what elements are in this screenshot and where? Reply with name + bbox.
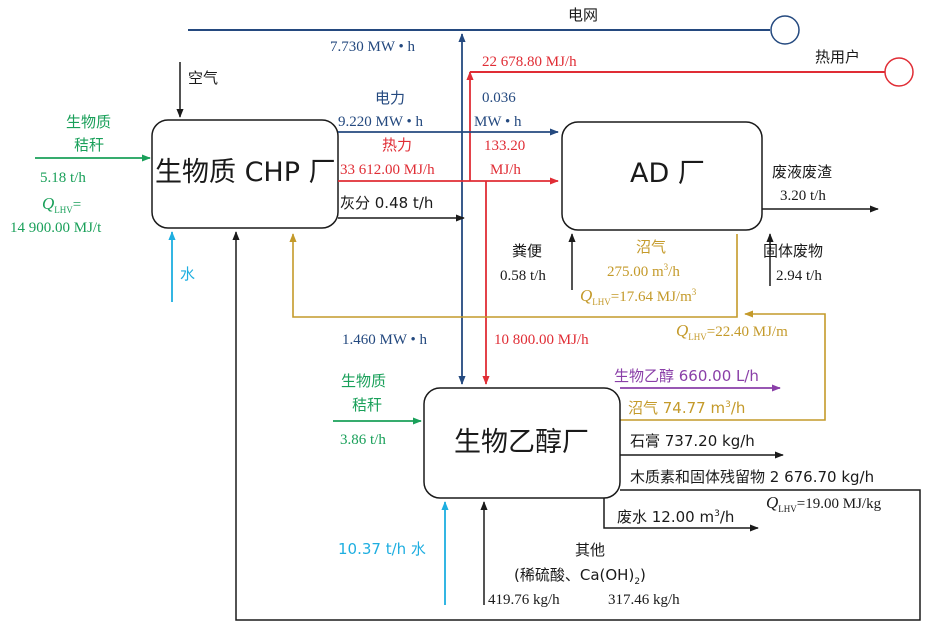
ad-power-value-1: 0.036 <box>482 90 516 106</box>
ethanol-plant-box <box>423 387 621 499</box>
ethanol-lignin-label: 木质素和固体残留物 2 676.70 kg/h <box>630 468 874 486</box>
ad-plant-label: AD 厂 <box>630 158 705 189</box>
ethanol-heat-value: 10 800.00 MJ/h <box>494 332 589 348</box>
ad-plant-box <box>561 121 763 231</box>
ethanol-biogas-return-line <box>620 310 826 421</box>
grid-node-circle <box>770 15 800 45</box>
ad-biogas-q: QLHV=17.64 MJ/m3 <box>580 286 697 307</box>
ad-heat-value-1: 133.20 <box>484 138 525 154</box>
ethanol-straw-label-1: 生物质 <box>341 372 386 390</box>
ethanol-straw-label-2: 秸秆 <box>352 396 382 414</box>
chp-plant-box <box>151 119 339 229</box>
chp-plant-label: 生物质 CHP 厂 <box>155 157 336 188</box>
chp-heat-label: 热力 <box>382 136 412 154</box>
ethanol-lime-rate: 317.46 kg/h <box>608 592 680 608</box>
chp-straw-label-2: 秸秆 <box>74 136 104 154</box>
ad-power-value-2: MW • h <box>474 114 522 130</box>
chp-air-label: 空气 <box>188 69 218 87</box>
heat-user-label: 热用户 <box>815 48 860 66</box>
ad-solid-rate: 2.94 t/h <box>776 268 822 284</box>
ethanol-straw-rate: 3.86 t/h <box>340 432 386 448</box>
ethanol-gas-q: QLHV=22.40 MJ/m <box>676 321 788 342</box>
heat-user-value: 22 678.80 MJ/h <box>482 54 577 70</box>
ethanol-other-detail: (稀硫酸、Ca(OH)2) <box>514 566 646 587</box>
ad-heat-value-2: MJ/h <box>490 162 521 178</box>
ethanol-gypsum-label: 石膏 737.20 kg/h <box>630 432 755 450</box>
biogas-to-chp-line <box>289 233 738 318</box>
chp-straw-label-1: 生物质 <box>66 113 111 131</box>
ethanol-biogas-out: 沼气 74.77 m3/h <box>628 399 745 417</box>
ethanol-plant-label: 生物乙醇厂 <box>454 427 589 458</box>
chp-straw-q-value: 14 900.00 MJ/t <box>10 220 102 236</box>
chp-heat-value: 33 612.00 MJ/h <box>340 162 435 178</box>
ethanol-water-label: 10.37 t/h 水 <box>338 540 426 558</box>
ad-manure-label: 粪便 <box>512 242 542 260</box>
chp-straw-rate: 5.18 t/h <box>40 170 86 186</box>
ad-manure-rate: 0.58 t/h <box>500 268 546 284</box>
ethanol-power-value: 1.460 MW • h <box>342 332 427 348</box>
chp-water-label: 水 <box>180 265 195 283</box>
ad-waste-label: 废液废渣 <box>772 163 832 181</box>
ethanol-wastewater-label: 废水 12.00 m3/h <box>617 508 734 526</box>
grid-power-value: 7.730 MW • h <box>330 39 415 55</box>
chp-ash-label: 灰分 0.48 t/h <box>340 194 433 212</box>
ethanol-product-label: 生物乙醇 660.00 L/h <box>614 367 759 385</box>
ethanol-acid-rate: 419.76 kg/h <box>488 592 560 608</box>
chp-power-value: 9.220 MW • h <box>338 114 423 130</box>
ad-waste-rate: 3.20 t/h <box>780 188 826 204</box>
ad-biogas-rate: 275.00 m3/h <box>607 262 680 280</box>
ethanol-lignin-q: QLHV=19.00 MJ/kg <box>766 493 882 514</box>
chp-straw-q: QLHV= <box>42 194 81 215</box>
lignin-to-chp-line <box>232 231 921 621</box>
ethanol-wastewater-line <box>603 498 759 532</box>
heat-user-node-circle <box>884 57 914 87</box>
ethanol-other-label: 其他 <box>575 541 605 559</box>
chp-power-label: 电力 <box>375 89 405 107</box>
grid-label: 电网 <box>568 6 598 24</box>
ad-solid-label: 固体废物 <box>763 242 823 260</box>
ad-biogas-label: 沼气 <box>636 238 666 256</box>
